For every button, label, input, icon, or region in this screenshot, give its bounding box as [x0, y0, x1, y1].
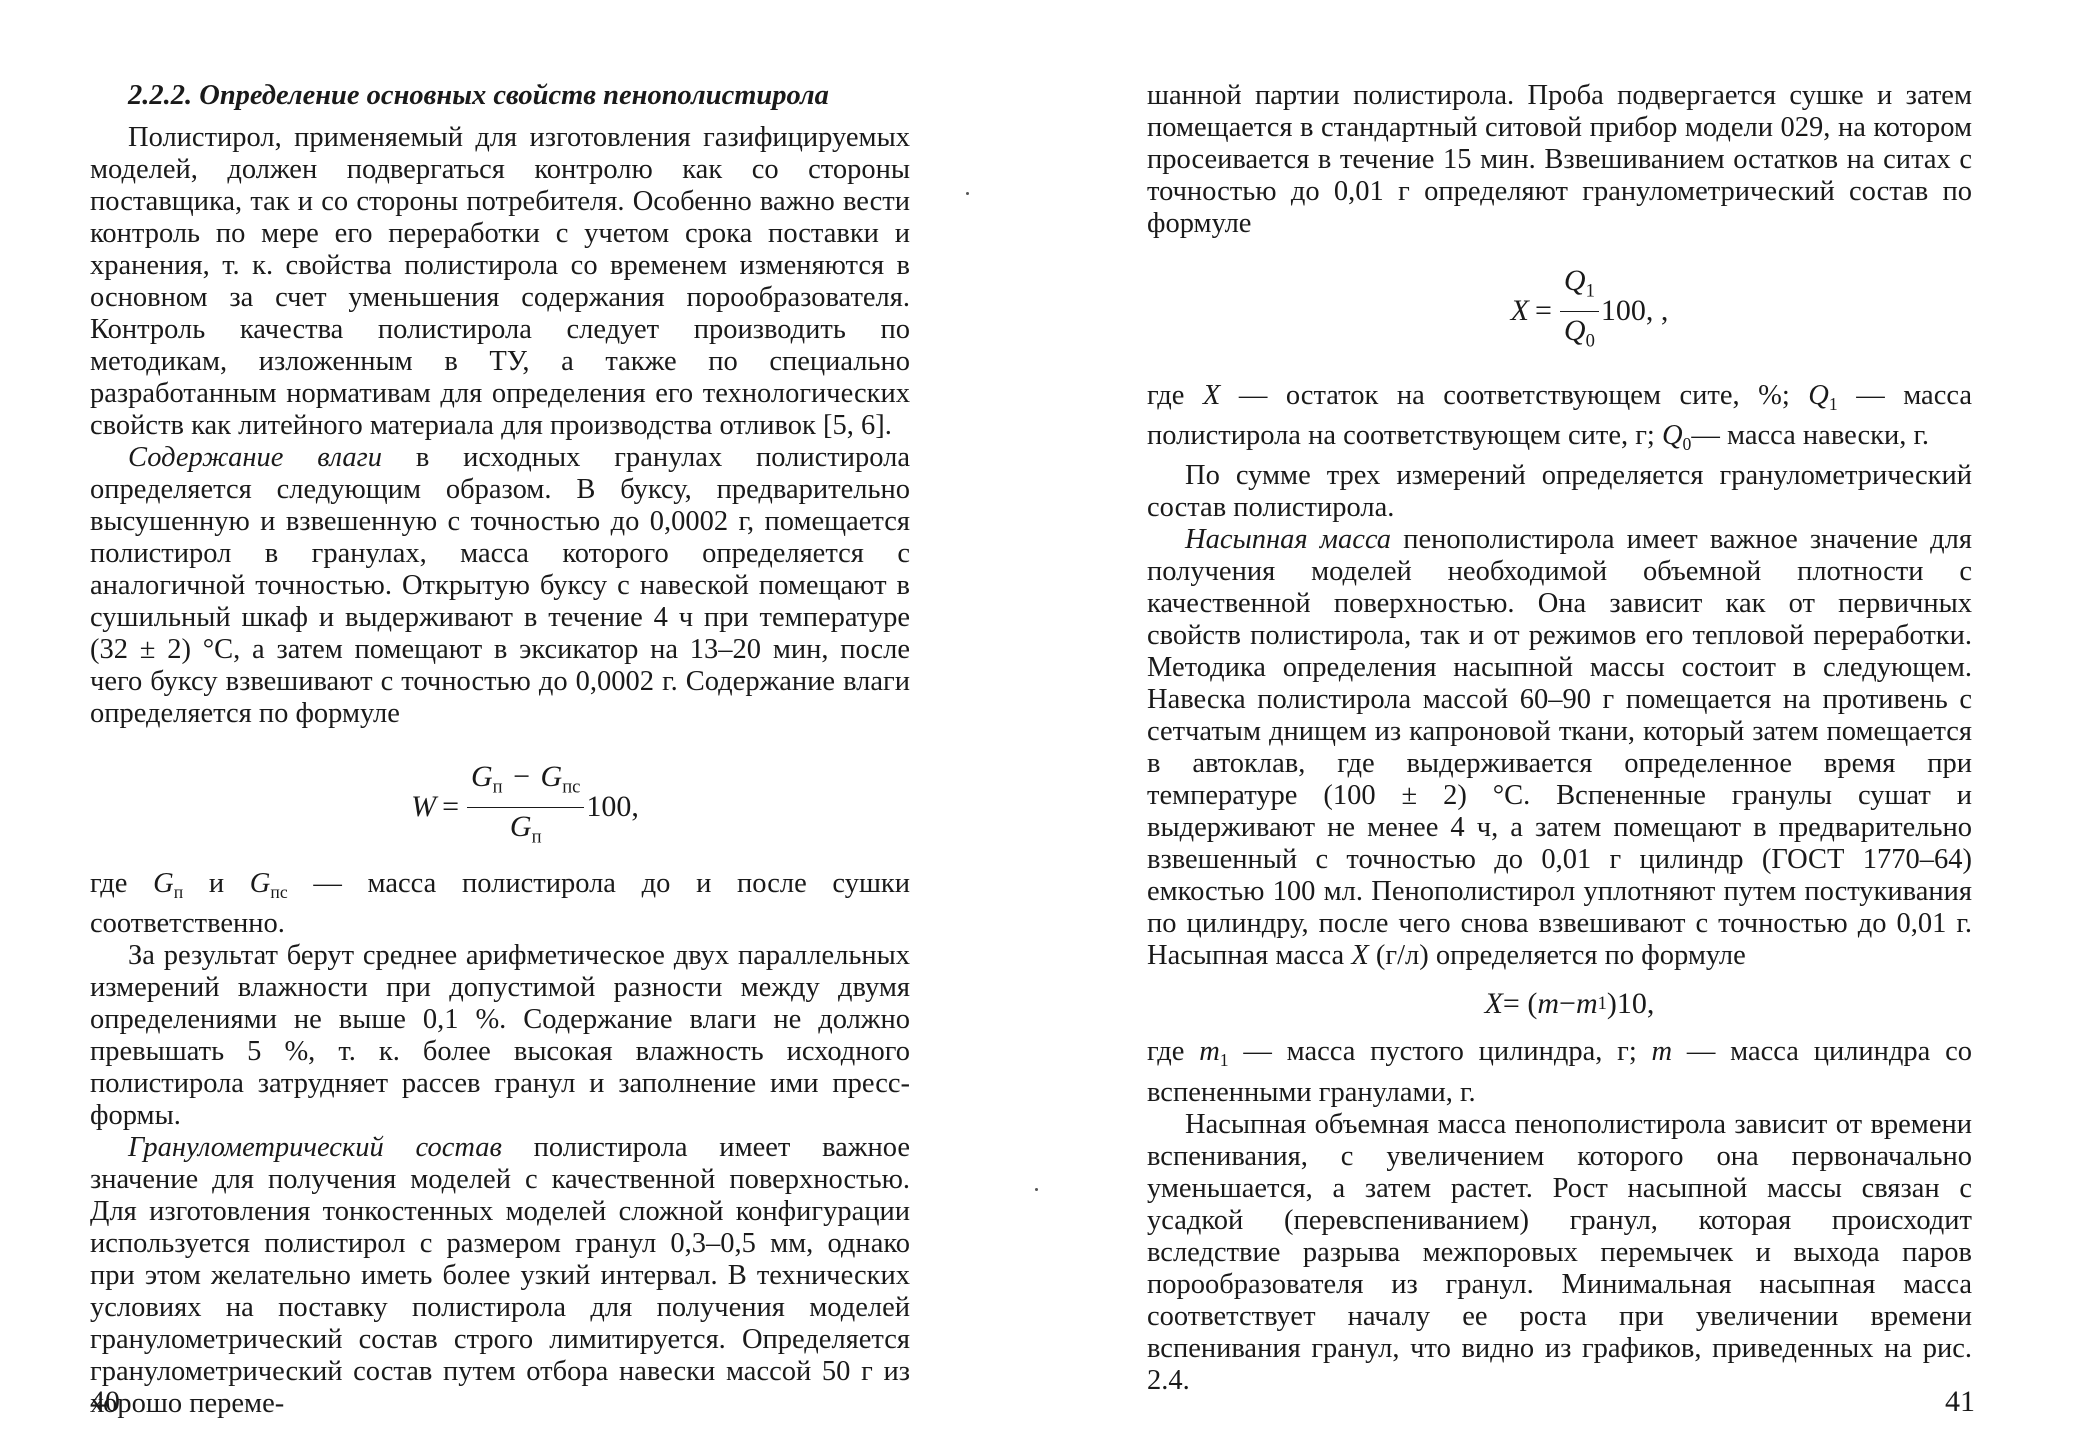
- term-bulk-mass: Насыпная масса: [1185, 524, 1392, 556]
- paragraph-where-g: где Gп и Gпс — масса полистирола до и по…: [90, 868, 910, 940]
- left-text-column: 2.2.2. Определение основных свойств пено…: [90, 80, 910, 1420]
- paragraph-result: За результат берут среднее арифметическо…: [90, 940, 910, 1132]
- paragraph-granulometry: Гранулометрический состав полистирола им…: [90, 1132, 911, 1420]
- scan-speck: [966, 192, 969, 195]
- fraction: Gп − Gпс Gп: [466, 760, 585, 854]
- paragraph-moisture: Содержание влаги в исходных гранулах пол…: [90, 442, 910, 729]
- term-moisture: Содержание влаги: [128, 442, 383, 473]
- paragraph-where-x: где X — остаток на соответствующем сите,…: [1147, 380, 1972, 455]
- paragraph-bulk-mass: Насыпная масса пенополистирола имеет важ…: [1147, 524, 1973, 972]
- paragraph-sum: По сумме трех измерений определяется гра…: [1147, 460, 1972, 524]
- fraction: Q1 Q0: [1559, 264, 1599, 358]
- page-number-left: 40: [90, 1385, 120, 1418]
- paragraph-bulk-volume: Насыпная объемная масса пенополистирола …: [1147, 1108, 1972, 1396]
- formula-granulometry: X = Q1 Q0 100, ,: [1147, 264, 1972, 358]
- left-page: 2.2.2. Определение основных свойств пено…: [90, 80, 969, 1420]
- section-heading: 2.2.2. Определение основных свойств пено…: [128, 80, 829, 111]
- formula-moisture: W = Gп − Gпс Gп 100,: [90, 760, 910, 854]
- paragraph-intro: Полистирол, применяемый для изготовления…: [90, 122, 910, 441]
- paragraph-continuation: шанной партии полистирола. Проба подверг…: [1147, 80, 1972, 239]
- page-number-right: 41: [1945, 1385, 1975, 1418]
- right-text-column: шанной партии полистирола. Проба подверг…: [1147, 80, 1972, 1397]
- right-page: шанной партии полистирола. Проба подверг…: [1040, 0, 2080, 1453]
- scan-speck: [1035, 1188, 1038, 1191]
- term-granulometry: Гранулометрический состав: [128, 1132, 502, 1164]
- paragraph-where-m: где m1 — масса пустого цилиндра, г; m — …: [1147, 1036, 1972, 1108]
